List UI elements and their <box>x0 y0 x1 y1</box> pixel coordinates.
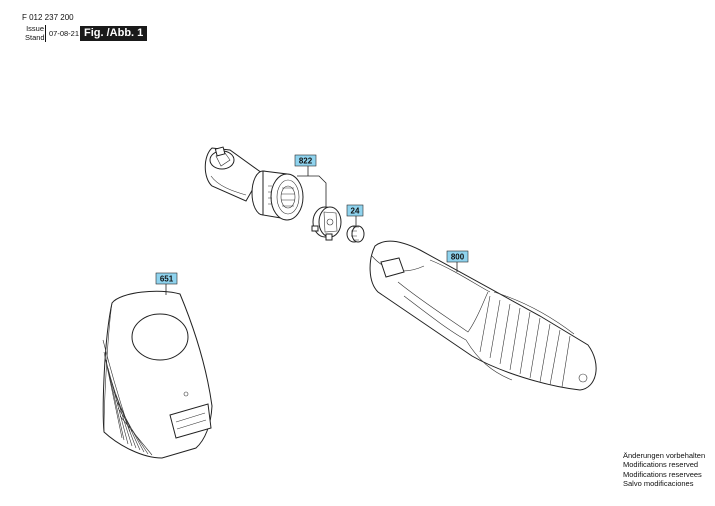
note-line: Modifications reserved <box>623 460 699 470</box>
note-line: Salvo modificaciones <box>623 478 694 488</box>
callout-800-text: 800 <box>451 253 465 262</box>
callout-651-text: 651 <box>160 275 174 284</box>
callout-800: 800 <box>446 250 469 263</box>
callout-822: 822 <box>294 154 317 167</box>
note-line: Modifications reservees <box>623 469 702 479</box>
issue-date: 07-08-21 <box>49 29 80 38</box>
callout-651: 651 <box>155 272 178 285</box>
handle-body-part[interactable] <box>369 240 597 391</box>
bit-holder-disc-part[interactable] <box>311 206 342 241</box>
part-number: F 012 237 200 <box>22 13 74 22</box>
notes-block: Änderungen vorbehalten Modifications res… <box>623 451 705 488</box>
gear-part[interactable] <box>346 225 365 243</box>
ratchet-head-part[interactable] <box>204 146 304 221</box>
issue-divider <box>45 25 46 42</box>
callout-24-text: 24 <box>351 207 360 216</box>
callout-24: 24 <box>346 204 364 217</box>
figure-label: Fig. /Abb. 1 <box>80 26 148 41</box>
issue-label: Issue <box>26 24 44 33</box>
stand-label: Stand <box>25 32 45 42</box>
charging-base-part[interactable] <box>102 290 213 459</box>
issue-stand-labels: Issue Stand <box>25 24 45 42</box>
note-line: Änderungen vorbehalten <box>623 451 706 460</box>
callout-822-text: 822 <box>299 157 313 166</box>
